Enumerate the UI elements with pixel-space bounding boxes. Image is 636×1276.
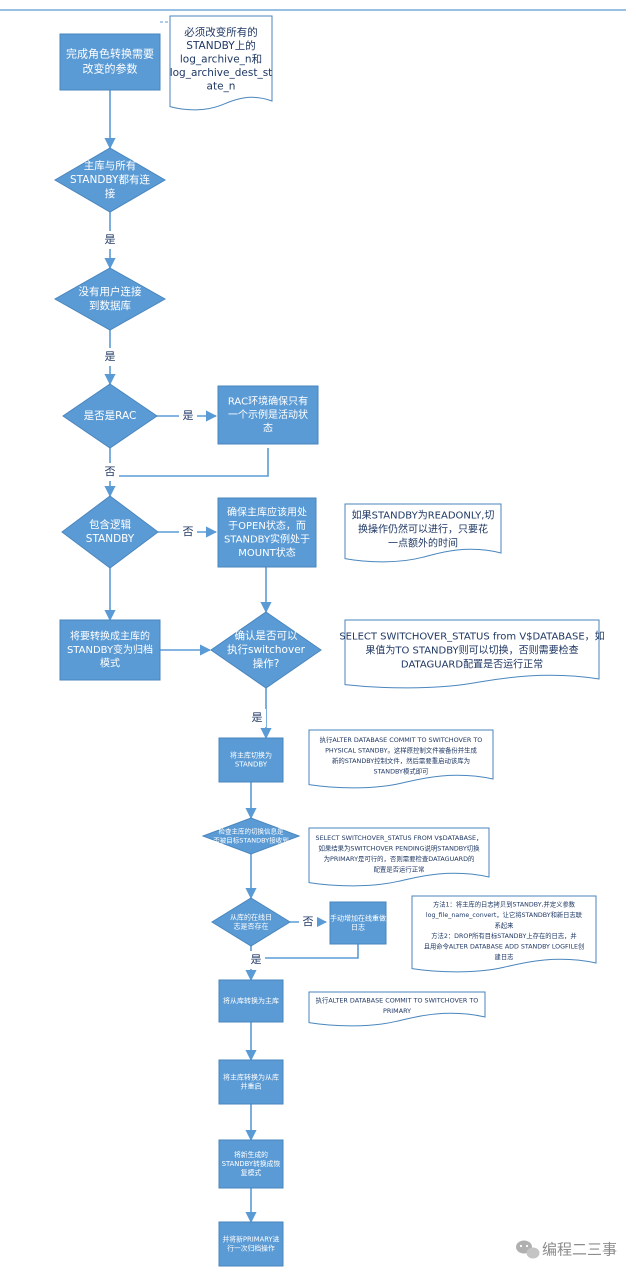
switchover-status-note-text: SELECT SWITCHOVER_STATUS from V$DATABASE… — [339, 630, 604, 671]
switchover-status-note — [344, 619, 600, 689]
decision-logs-label: 从库的在线日志是否存在 — [230, 912, 272, 930]
rac-active-label: RAC环境确保只有一个示例是活动状态 — [228, 395, 308, 435]
decision-logs-diamond — [211, 897, 291, 947]
decision-connect-diamond — [54, 147, 166, 213]
edge-label-yes-switch: 是 — [252, 711, 263, 724]
add-online-log-label: 手动增加在线重做日志 — [330, 913, 386, 931]
edge-racbox-back — [110, 448, 269, 477]
decision-switchover-diamond — [210, 611, 322, 689]
params-note — [169, 15, 273, 111]
decision-logic-diamond — [61, 495, 159, 569]
decision-rac-label: 是否是RAC — [84, 410, 137, 422]
edge-label-no-logic-bg — [179, 523, 197, 541]
convert-to-standby-restart-label: 将主库转换为从库并重启 — [223, 1072, 279, 1090]
start-box — [59, 33, 161, 91]
recover-mode-box — [218, 1139, 284, 1189]
connectors — [0, 9, 626, 1224]
commit-primary-note — [308, 991, 486, 1027]
methods-note — [411, 895, 597, 973]
edge-label-no-logs-bg — [299, 913, 317, 931]
pending-note-text: SELECT SWITCHOVER_STATUS FROM V$DATABASE… — [316, 834, 483, 874]
edge-label-yes-2-bg — [101, 348, 119, 366]
edge-label-yes-rac: 是 — [183, 409, 194, 422]
readonly-note — [344, 503, 502, 563]
edge-label-yes-2: 是 — [105, 350, 116, 363]
add-online-log-box — [329, 901, 387, 945]
commit-primary-note-text: 执行ALTER DATABASE COMMIT TO SWITCHOVER TO… — [316, 995, 479, 1015]
edge-label-no-logs: 否 — [303, 915, 314, 928]
shapes — [53, 15, 600, 1267]
start-label: 完成角色转换需要改变的参数 — [66, 47, 154, 76]
edge-label-yes-1-bg — [101, 231, 119, 249]
watermark-text: 编程二三事 — [542, 1241, 617, 1259]
convert-to-primary-label: 将从库转换为主库 — [223, 996, 279, 1005]
decision-received-diamond — [201, 817, 301, 855]
edge-label-no-logic: 否 — [183, 525, 194, 538]
decision-rac-diamond — [62, 383, 158, 449]
decision-nouser-diamond — [53, 267, 167, 331]
edge-addlog-back — [251, 944, 359, 959]
edge-label-no-rac-bg — [101, 463, 119, 481]
edge-label-yes-1: 是 — [105, 233, 116, 246]
edge-label-yes-logs: 是 — [251, 953, 262, 966]
readonly-note-text: 如果STANDBY为READONLY,切换操作仍然可以进行，只要花一点额外的时间 — [352, 509, 495, 550]
edge-label-yes-rac-bg — [179, 407, 197, 425]
convert-to-primary-box — [218, 979, 284, 1023]
decision-nouser-label: 没有用户连接到数据库 — [79, 285, 142, 312]
convert-to-standby-restart-box — [218, 1059, 284, 1105]
pending-note — [308, 827, 490, 887]
edge-label-yes-switch-bg — [248, 709, 266, 727]
commit-standby-note-text: 执行ALTER DATABASE COMMIT TO SWITCHOVER TO… — [320, 735, 483, 776]
switch-to-standby-box — [218, 737, 284, 783]
commit-standby-note — [308, 729, 494, 789]
edge-label-no-rac: 否 — [105, 465, 116, 478]
open-mount-box — [217, 497, 317, 568]
archive-mode-box — [59, 619, 161, 681]
decision-received-label: 检查主库的切换信息是否被目标STANDBY接收到 — [213, 827, 288, 845]
archive-operation-box — [218, 1221, 284, 1267]
wechat-icon — [516, 1240, 540, 1259]
rac-active-box — [217, 385, 319, 445]
archive-operation-label: 并将新PRIMARY进行一次归档操作 — [223, 1234, 280, 1252]
edge-label-yes-logs-bg — [247, 951, 265, 969]
